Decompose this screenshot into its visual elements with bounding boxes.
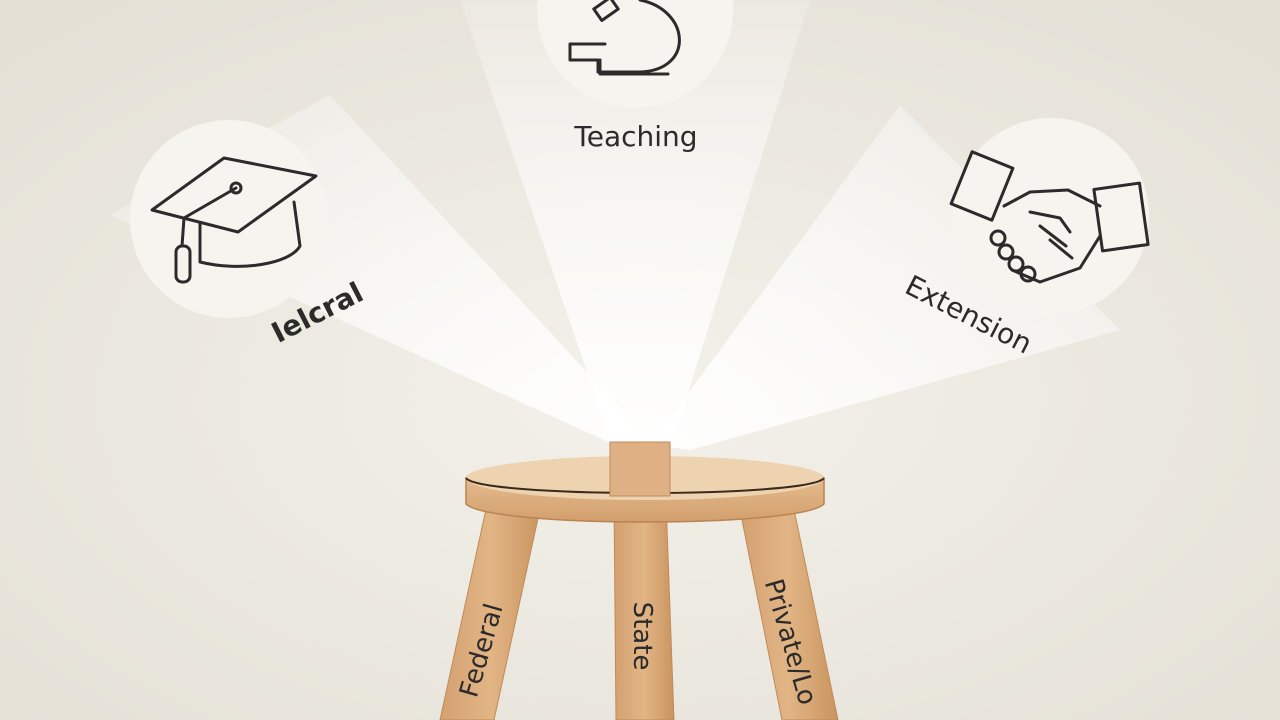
leg-state-label: State [627, 602, 657, 671]
graduation-cap-icon [150, 156, 318, 284]
teaching-circle [537, 0, 733, 108]
pillar-teaching: Teaching [537, 0, 733, 153]
microscope-icon [568, 0, 681, 76]
research-circle [130, 120, 328, 318]
stool-center-post [609, 441, 671, 497]
beam-up [460, 0, 810, 445]
handshake-icon [949, 150, 1150, 284]
teaching-label: Teaching [573, 120, 697, 153]
stool: Federal State Private/Lo [439, 441, 839, 720]
beam-right [650, 105, 1120, 450]
